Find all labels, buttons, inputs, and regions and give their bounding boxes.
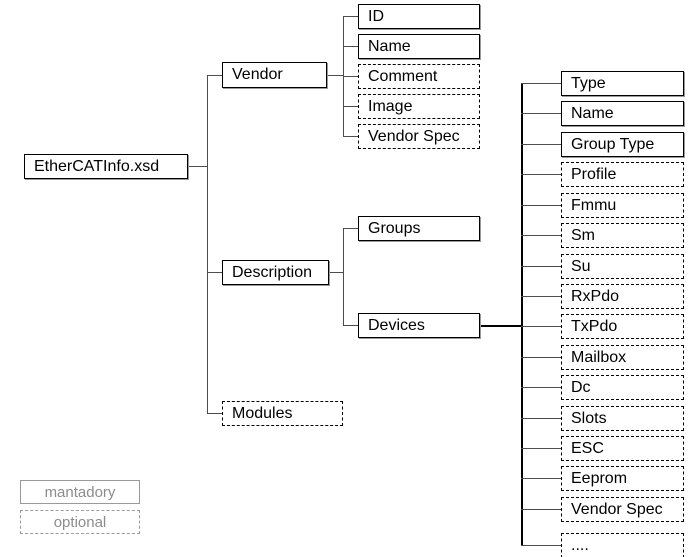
node-device-fmmu[interactable]: Fmmu xyxy=(561,193,684,218)
node-label: ESC xyxy=(571,439,604,457)
node-device-su[interactable]: Su xyxy=(561,254,684,279)
node-label: Profile xyxy=(571,165,617,183)
edge-vendor-to-comment xyxy=(343,76,358,77)
node-modules[interactable]: Modules xyxy=(222,401,343,426)
node-label: Vendor Spec xyxy=(571,500,663,518)
node-device-slots[interactable]: Slots xyxy=(561,406,684,431)
node-device-more[interactable]: .... xyxy=(561,533,684,557)
edge-devices-to-slots xyxy=(521,418,561,419)
node-device-dc[interactable]: Dc xyxy=(561,375,684,400)
legend-label: optional xyxy=(53,513,107,531)
node-device-rxpdo[interactable]: RxPdo xyxy=(561,284,684,309)
edge-root-to-vendor xyxy=(207,75,222,76)
edge-description-stub xyxy=(329,272,343,273)
node-label: EtherCATInfo.xsd xyxy=(34,157,160,175)
node-vendor[interactable]: Vendor xyxy=(222,62,327,88)
node-vendor-id[interactable]: ID xyxy=(358,4,480,29)
node-description[interactable]: Description xyxy=(222,260,329,285)
node-device-group-type[interactable]: Group Type xyxy=(561,132,684,157)
edge-devices-to-sm xyxy=(521,235,561,236)
edge-vendor-to-image xyxy=(343,106,358,107)
edge-root-stub xyxy=(188,166,207,167)
edge-devices-to-rxpdo xyxy=(521,296,561,297)
node-device-sm[interactable]: Sm xyxy=(561,223,684,248)
node-label: Name xyxy=(368,37,411,55)
edge-vendor-to-name xyxy=(343,46,358,47)
node-label: Eeprom xyxy=(571,469,628,487)
node-device-txpdo[interactable]: TxPdo xyxy=(561,314,684,339)
node-label: Sm xyxy=(571,226,595,244)
edge-root-bus xyxy=(207,75,208,413)
node-device-mailbox[interactable]: Mailbox xyxy=(561,345,684,370)
edge-root-to-description xyxy=(207,272,222,273)
node-devices[interactable]: Devices xyxy=(358,313,480,338)
node-label: Group Type xyxy=(571,135,655,153)
node-vendor-name[interactable]: Name xyxy=(358,34,480,59)
node-label: .... xyxy=(571,536,589,554)
node-device-name[interactable]: Name xyxy=(561,101,684,126)
node-vendor-image[interactable]: Image xyxy=(358,94,480,119)
edge-vendor-to-id xyxy=(343,16,358,17)
node-label: TxPdo xyxy=(571,317,618,335)
edge-devices-to-group-type xyxy=(521,144,561,145)
node-device-vendor-spec[interactable]: Vendor Spec xyxy=(561,497,684,522)
node-label: Modules xyxy=(232,404,293,422)
edge-devices-bus xyxy=(521,83,523,546)
edge-devices-to-txpdo xyxy=(521,326,561,327)
legend-optional: optional xyxy=(20,510,140,534)
node-label: Vendor xyxy=(232,66,283,83)
node-label: Mailbox xyxy=(571,348,627,366)
edge-devices-to-esc xyxy=(521,448,561,449)
node-label: Fmmu xyxy=(571,196,617,214)
node-label: Devices xyxy=(368,316,425,334)
edge-devices-to-dc xyxy=(521,387,561,388)
node-device-profile[interactable]: Profile xyxy=(561,162,684,187)
edge-vendor-to-vendorspec xyxy=(343,136,358,137)
edge-devices-to-type xyxy=(521,83,561,84)
edge-devices-stub xyxy=(480,325,522,327)
node-label: Dc xyxy=(571,378,591,396)
node-label: RxPdo xyxy=(571,287,620,305)
legend-mandatory: mantadory xyxy=(20,480,140,504)
node-label: Su xyxy=(571,257,591,275)
edge-description-bus xyxy=(343,228,344,326)
node-root-ethercatinfo-xsd[interactable]: EtherCATInfo.xsd xyxy=(24,154,188,179)
edge-devices-to-profile xyxy=(521,174,561,175)
edge-devices-to-su xyxy=(521,266,561,267)
edge-devices-to-name xyxy=(521,113,561,114)
edge-devices-to-eeprom xyxy=(521,478,561,479)
node-label: Description xyxy=(232,263,313,281)
node-device-eeprom[interactable]: Eeprom xyxy=(561,466,684,491)
edge-devices-to-more xyxy=(521,545,561,546)
node-vendor-vendor-spec[interactable]: Vendor Spec xyxy=(358,124,480,149)
edge-devices-to-fmmu xyxy=(521,205,561,206)
edge-description-to-groups xyxy=(343,228,358,229)
node-label: Slots xyxy=(571,409,607,427)
node-label: Groups xyxy=(368,219,421,237)
node-device-type[interactable]: Type xyxy=(561,71,684,96)
node-vendor-comment[interactable]: Comment xyxy=(358,64,480,89)
node-label: Comment xyxy=(368,67,438,85)
edge-vendor-stub xyxy=(327,75,343,76)
edge-root-to-modules xyxy=(207,413,222,414)
node-label: Vendor Spec xyxy=(368,127,460,145)
edge-devices-to-vendorspec xyxy=(521,509,561,510)
edge-devices-to-mailbox xyxy=(521,357,561,358)
node-device-esc[interactable]: ESC xyxy=(561,436,684,461)
edge-description-to-devices xyxy=(343,325,358,326)
node-groups[interactable]: Groups xyxy=(358,216,480,241)
node-label: Name xyxy=(571,104,614,122)
node-label: ID xyxy=(368,7,384,25)
legend-label: mantadory xyxy=(44,483,116,501)
node-label: Type xyxy=(571,74,606,92)
node-label: Image xyxy=(368,97,413,115)
